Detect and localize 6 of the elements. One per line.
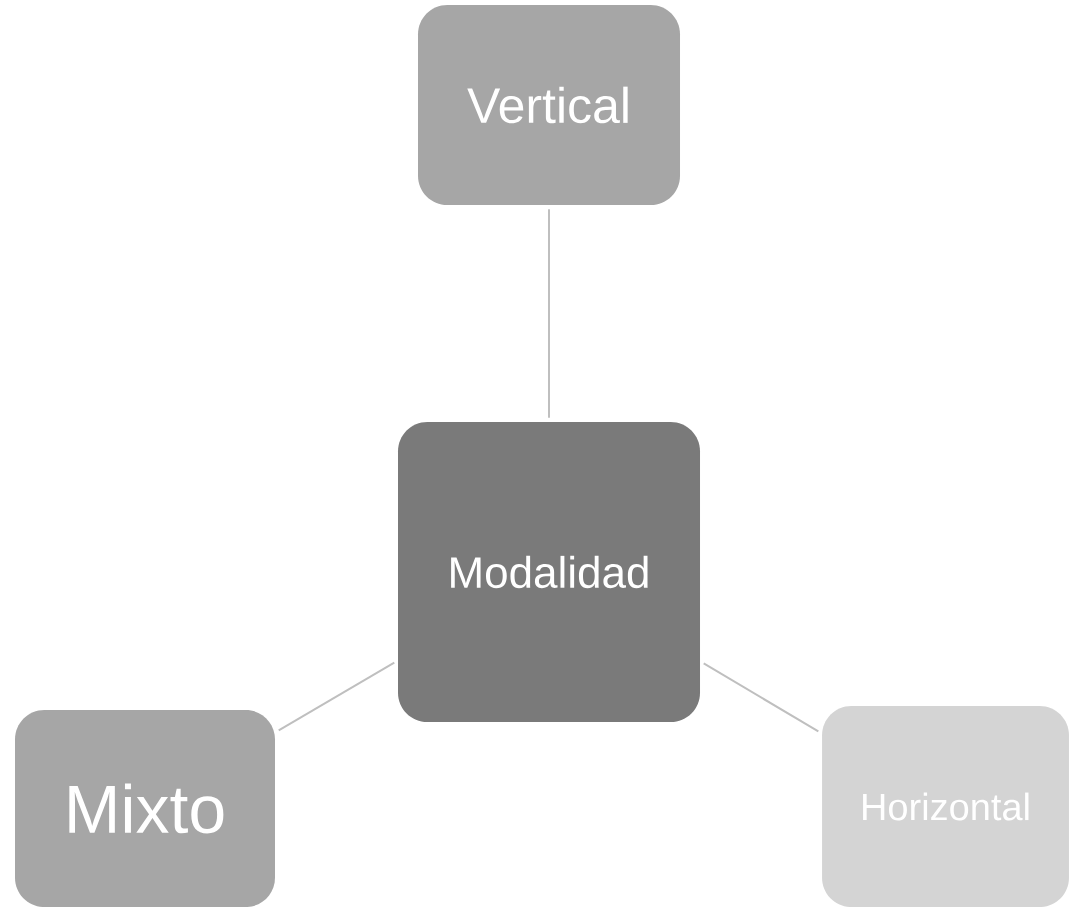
connector-line	[702, 662, 820, 733]
rounded-box: Mixto	[15, 709, 275, 907]
connector-line	[548, 208, 550, 419]
rounded-box: Modalidad	[398, 422, 700, 722]
connector-line	[277, 661, 396, 732]
rounded-box: Vertical	[418, 5, 680, 205]
